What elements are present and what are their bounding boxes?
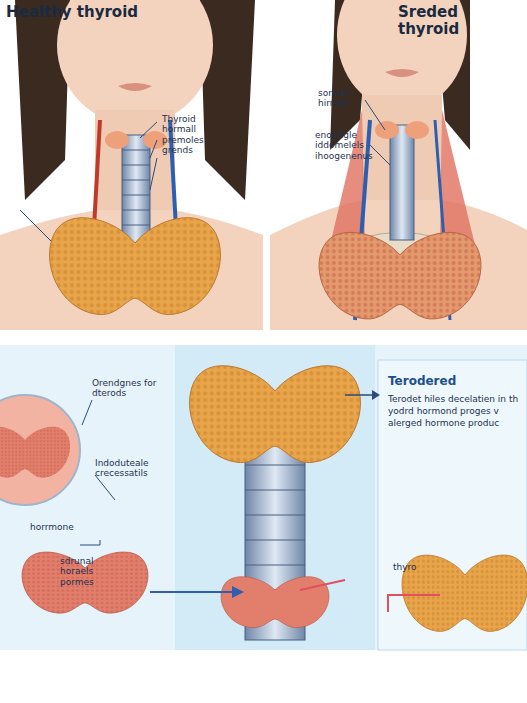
part-label: Indoduteale crecessatils	[95, 458, 175, 479]
part-label: sormal hirreds	[318, 88, 368, 109]
part-label: Thyroid hormall premoles grends	[162, 114, 220, 155]
panel-heading: Healthy thyroid	[6, 4, 206, 21]
part-label: enogdgle iddomelels ihoogenenus	[315, 130, 379, 161]
panel-body: Terodet hiles decelatien in th yodrd hor…	[388, 393, 520, 429]
panel-heading: Sreded thyroid	[398, 4, 524, 39]
part-label: sdrunal horaels pormes	[60, 556, 120, 587]
part-label: thyro	[393, 562, 433, 572]
panel-heading: Terodered	[388, 374, 520, 388]
part-label: horrmone	[30, 522, 90, 532]
part-label: Orendgnes for dterods	[92, 378, 172, 399]
info-panel: TeroderedTerodet hiles decelatien in th …	[384, 370, 524, 441]
